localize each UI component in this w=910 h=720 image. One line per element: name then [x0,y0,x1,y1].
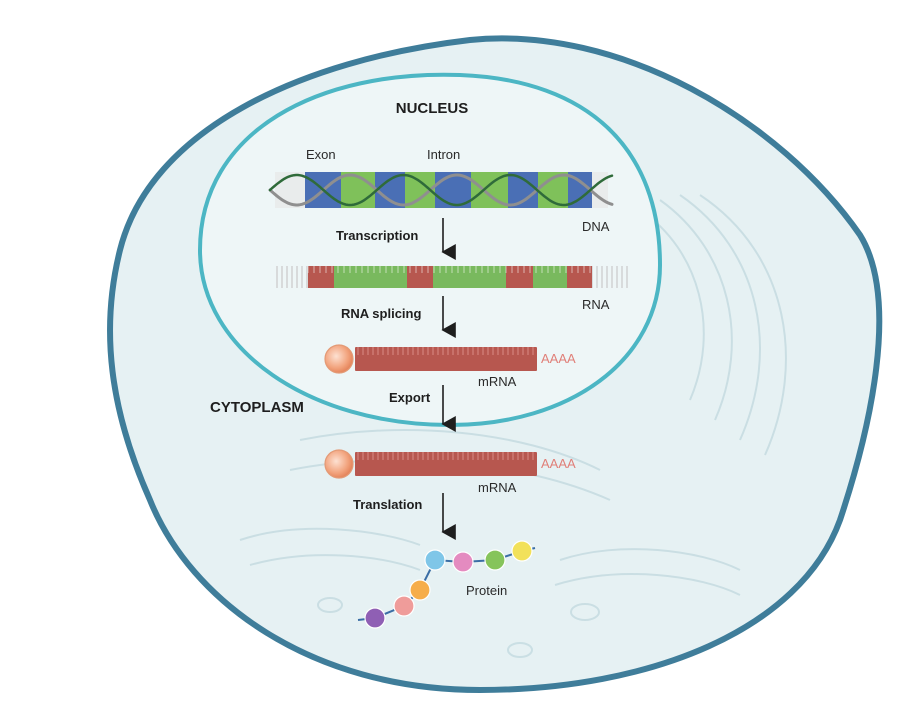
step-translation-label: Translation [353,497,422,512]
rna-exon-segment [506,266,533,288]
dna-backbone-strand [268,173,614,207]
rna-label: RNA [582,297,610,312]
mrna-nucleus: AAAA [324,344,576,374]
dna-helix [268,172,614,208]
step-transcription-label: Transcription [336,228,418,243]
rna-intron-segment [533,266,567,288]
poly-a-tail-nucleus: AAAA [541,351,576,366]
nucleus-label: NUCLEUS [396,100,469,117]
mrna-label-nucleus: mRNA [478,374,517,389]
dna-backbone-strand [268,173,614,207]
mrna-label-cytoplasm: mRNA [478,480,517,495]
dna-label: DNA [582,219,610,234]
amino-acid-bead [484,549,506,571]
step-export-label: Export [389,390,431,405]
rna-intron-segment [433,266,466,288]
exon-label: Exon [306,147,336,162]
nucleus-membrane [197,72,663,428]
rna-exon-segment [567,266,592,288]
dna-exon-segment [375,172,405,208]
rna-intron-segment [334,266,372,288]
mrna-cap-cytoplasm [324,449,354,479]
amino-acid-bead [511,540,533,562]
rna-strand [276,266,628,288]
cytoplasm-label: CYTOPLASM [210,399,304,416]
mrna-cytoplasm: AAAA [324,449,576,479]
step-rna-splicing-label: RNA splicing [341,306,421,321]
poly-a-tail-cytoplasm: AAAA [541,456,576,471]
rna-intron-segment [372,266,407,288]
mrna-cap-nucleus [324,344,354,374]
protein-label: Protein [466,583,507,598]
organelle-decoration [239,194,787,658]
amino-acid-bead [452,551,474,573]
rna-exon-segment [407,266,433,288]
rna-exon-segment [308,266,334,288]
amino-acid-bead [424,549,446,571]
amino-acid-bead [393,595,415,617]
amino-acid-bead [364,607,386,629]
protein-chain [357,540,536,629]
intron-label: Intron [427,147,460,162]
amino-acid-bead [409,579,431,601]
